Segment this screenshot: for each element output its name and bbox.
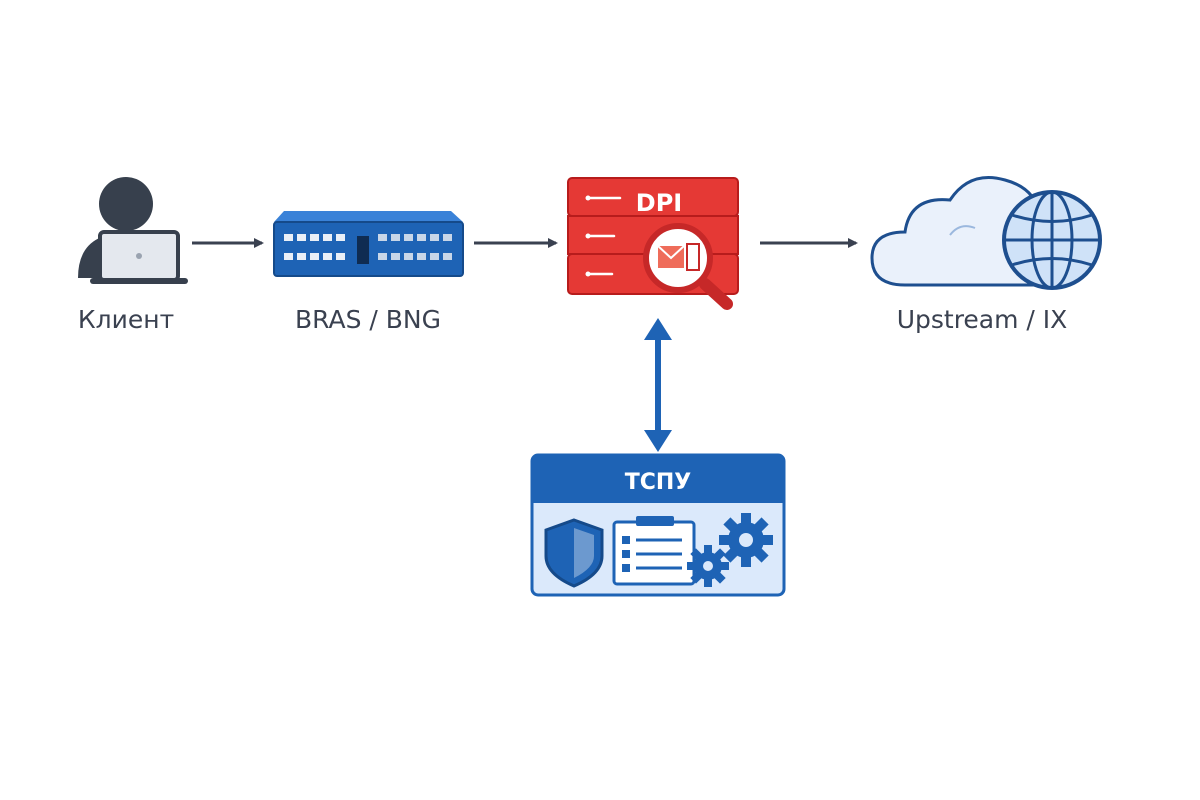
- checklist-icon: [612, 516, 696, 586]
- user-laptop-icon: [78, 177, 188, 284]
- network-switch-icon: [273, 211, 464, 277]
- cloud-globe-icon: [870, 176, 1102, 290]
- gear-icon: [687, 513, 773, 587]
- dpi-server-magnifier-icon: [567, 177, 739, 310]
- upstream-label: Upstream / IX: [896, 305, 1068, 334]
- client-label: Клиент: [77, 305, 175, 334]
- bras-label: BRAS / BNG: [294, 305, 442, 334]
- tspu-title: ТСПУ: [625, 470, 692, 495]
- shield-icon: [544, 518, 604, 588]
- dpi-label: DPI: [636, 189, 682, 217]
- arrow-dpi-tspu-bidirectional: [644, 318, 672, 452]
